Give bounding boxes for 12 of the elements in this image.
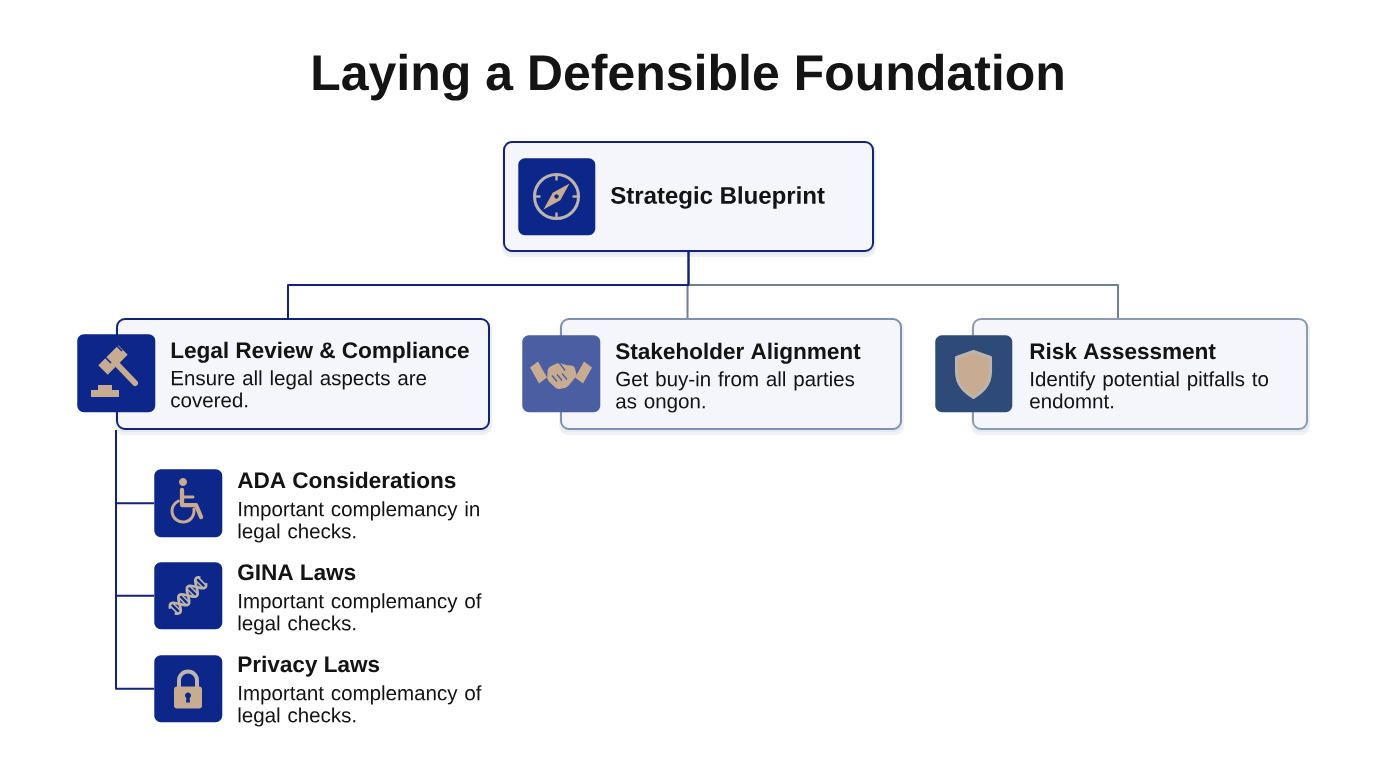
connector — [115, 429, 155, 690]
process-box: Stakeholder Alignment Get buy-in from all parties as ongon. — [559, 318, 904, 435]
item-heading: ADA Considerations — [237, 471, 456, 489]
process-box: Legal Review & Compliance Ensure all legal aspects are covered. — [115, 318, 492, 435]
item-heading: GINA Laws — [238, 564, 356, 581]
process-box: Risk Assessment Identify potential pitfalls to endomnt. — [971, 318, 1310, 435]
item-description: Important complemancy of legal checks. — [238, 685, 482, 727]
item-heading: Privacy Laws — [238, 655, 380, 677]
item-description: Important complemancy of legal checks. — [238, 593, 482, 635]
connector — [287, 251, 690, 319]
title: Laying a Defensible Foundation — [313, 53, 1063, 101]
item-description: Important complemancy in legal checks. — [238, 501, 479, 543]
